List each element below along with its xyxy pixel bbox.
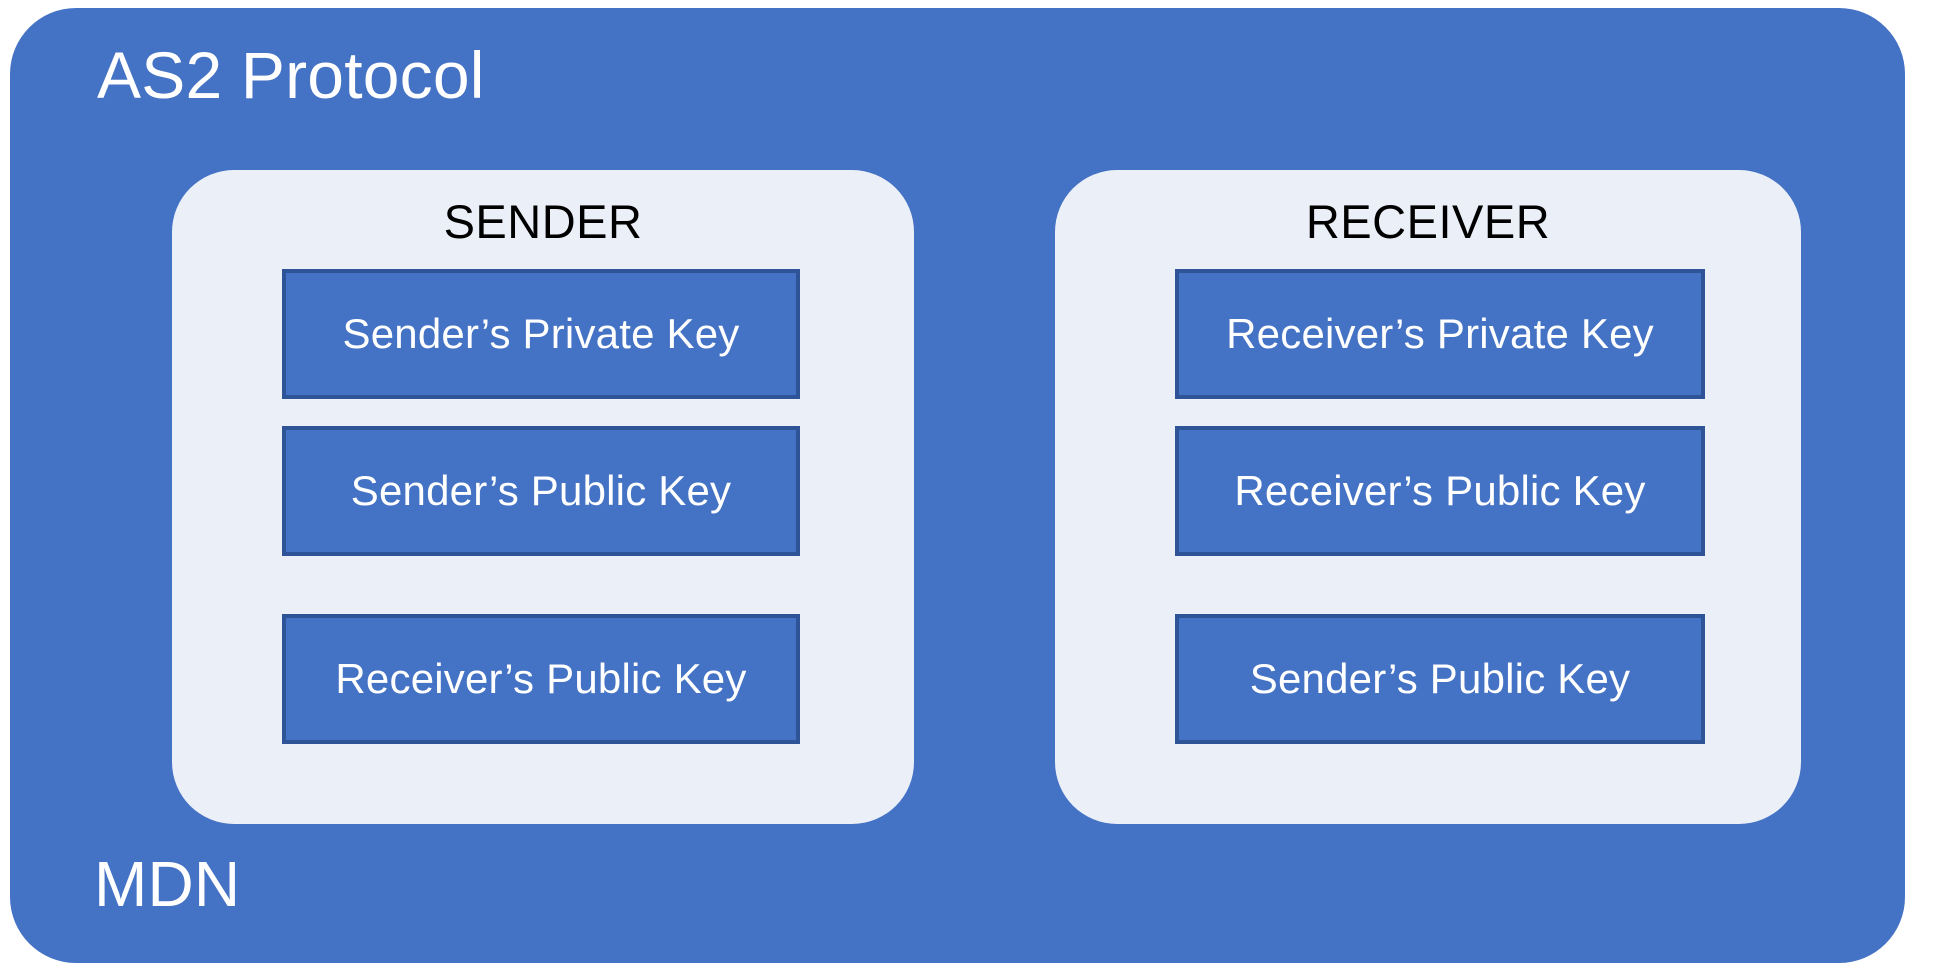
page-title: AS2 Protocol bbox=[97, 38, 485, 112]
key-box-receiver-public: Receiver’s Public Key bbox=[1175, 426, 1705, 556]
receiver-panel: RECEIVER Receiver’s Private Key Receiver… bbox=[1055, 170, 1801, 824]
mdn-label: MDN bbox=[94, 848, 241, 920]
key-box-receiver-public-at-sender: Receiver’s Public Key bbox=[282, 614, 800, 744]
key-box-receiver-private: Receiver’s Private Key bbox=[1175, 269, 1705, 399]
receiver-key-list: Receiver’s Private Key Receiver’s Public… bbox=[1055, 269, 1801, 809]
key-box-sender-public: Sender’s Public Key bbox=[282, 426, 800, 556]
key-box-sender-private: Sender’s Private Key bbox=[282, 269, 800, 399]
sender-panel: SENDER Sender’s Private Key Sender’s Pub… bbox=[172, 170, 914, 824]
sender-panel-title: SENDER bbox=[443, 195, 643, 248]
receiver-panel-title: RECEIVER bbox=[1305, 195, 1551, 248]
key-box-sender-public-at-receiver: Sender’s Public Key bbox=[1175, 614, 1705, 744]
as2-protocol-container: AS2 Protocol SENDER Sender’s Private Key… bbox=[10, 8, 1905, 963]
sender-key-list: Sender’s Private Key Sender’s Public Key… bbox=[172, 269, 914, 809]
